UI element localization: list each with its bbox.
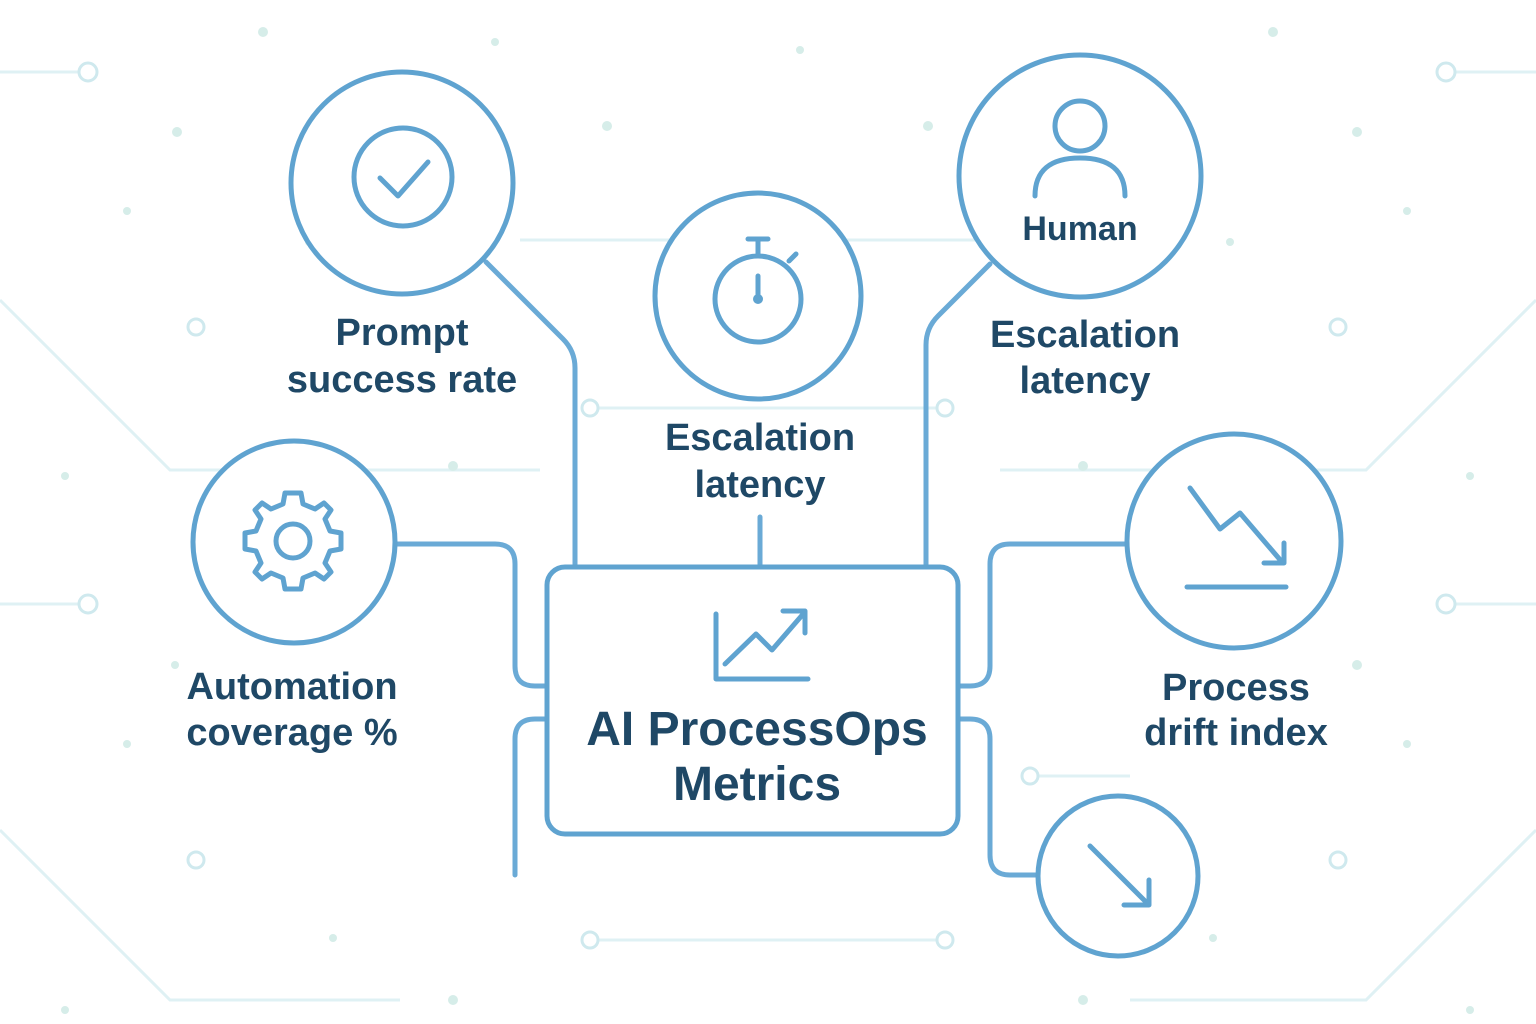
node-automation-coverage: Automation coverage %: [186, 438, 398, 754]
node-prompt-success: Prompt success rate: [287, 69, 517, 401]
escalation-human-label-line1: Escalation: [990, 314, 1180, 356]
node-decline: [1035, 793, 1201, 959]
escalation-center-label-line2: latency: [695, 464, 826, 506]
automation-coverage-label-line1: Automation: [186, 666, 397, 708]
connector-escalation-human: [923, 261, 993, 570]
center-title-line1: AI ProcessOps: [586, 703, 927, 756]
trending-up-chart-icon: [713, 608, 811, 682]
stopwatch-icon: [712, 236, 804, 345]
node-escalation-center: Escalation latency: [652, 190, 864, 506]
connector-automation-coverage: [394, 541, 550, 689]
check-circle-icon: [351, 125, 455, 229]
connector-decline: [955, 716, 1041, 878]
process-drift-label-line2: drift index: [1144, 712, 1328, 754]
gear-icon: [242, 490, 344, 592]
escalation-center-label-line1: Escalation: [665, 417, 855, 459]
trending-down-icon: [1184, 485, 1289, 590]
human-icon-caption: Human: [1022, 210, 1137, 248]
center-title-line2: Metrics: [673, 758, 841, 811]
background-pattern: [0, 27, 1536, 1014]
node-process-drift: Process drift index: [1124, 431, 1344, 754]
automation-coverage-label-line2: coverage %: [186, 712, 397, 754]
arrow-down-right-icon: [1087, 843, 1152, 908]
node-escalation-human: Human Escalation latency: [956, 52, 1204, 402]
connector-left-branch: [512, 716, 550, 878]
center-box: AI ProcessOps Metrics: [544, 564, 961, 837]
connector-process-drift: [955, 541, 1128, 689]
person-icon: [1032, 98, 1128, 199]
connector-prompt-success: [483, 259, 578, 570]
escalation-human-label-line2: latency: [1020, 360, 1151, 402]
prompt-success-label-line1: Prompt: [336, 312, 469, 354]
prompt-success-label-line2: success rate: [287, 359, 517, 401]
process-drift-label-line1: Process: [1162, 667, 1310, 709]
connectors: [394, 259, 1128, 878]
